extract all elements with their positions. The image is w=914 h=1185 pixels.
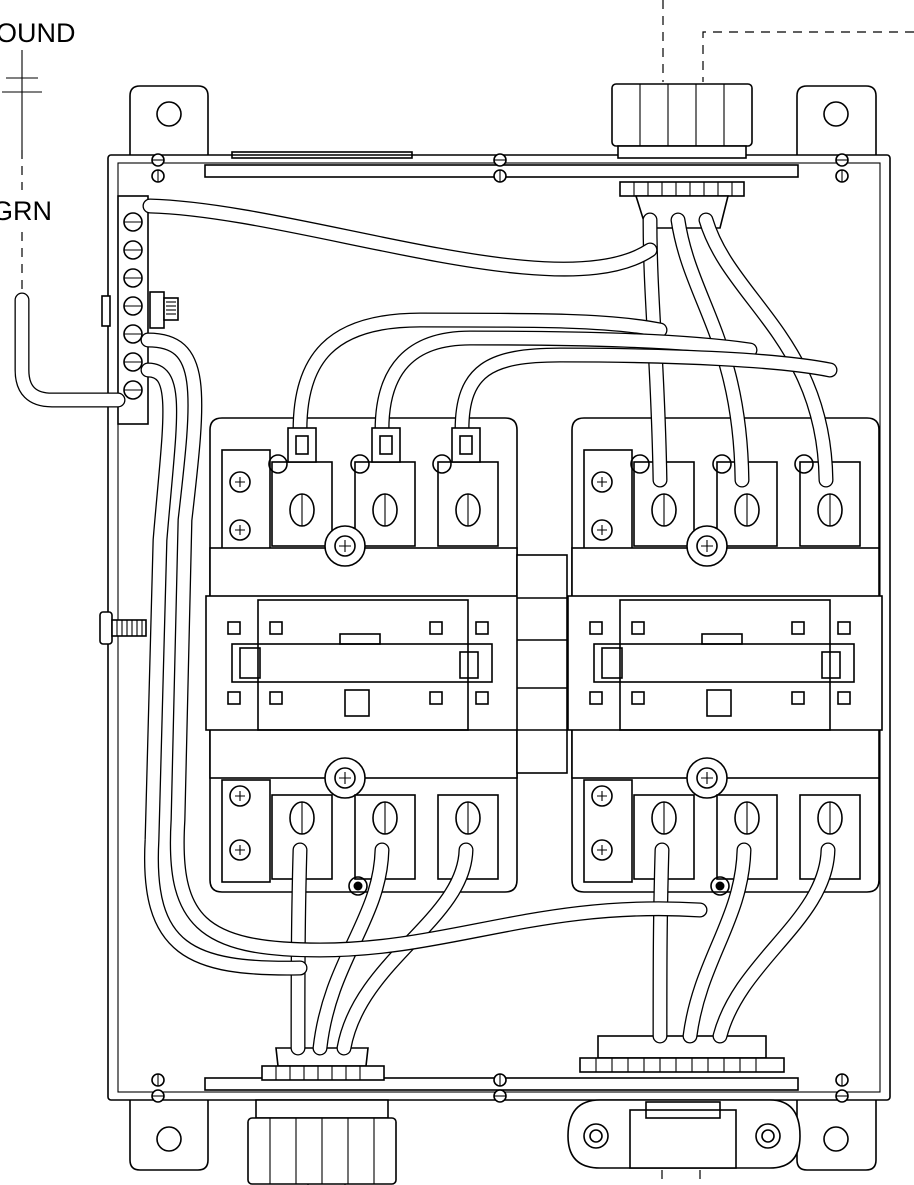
screw-icon	[651, 801, 843, 835]
wire-ferrules	[287, 427, 481, 463]
mounting-tab-bottom-left	[129, 1100, 209, 1171]
external-ground-wire	[14, 292, 126, 408]
cable-gland-bottom-left	[247, 1047, 397, 1185]
screw-icon	[289, 493, 481, 527]
green-wire-label: GRN	[0, 196, 52, 226]
cable-gland-bottom-right	[567, 1035, 801, 1169]
contactor-right	[567, 417, 883, 896]
cable-gland-top	[611, 83, 753, 229]
enclosure-screws	[151, 153, 849, 1103]
mounting-tab-top-left	[129, 85, 209, 155]
mounting-tab-top-right	[796, 85, 877, 155]
screw-icon	[289, 801, 481, 835]
screw-icon	[651, 493, 843, 527]
wiring	[140, 198, 838, 1056]
ground-label: OUND	[0, 18, 76, 48]
ground-bus-bar	[101, 195, 179, 425]
ground-icon	[2, 50, 42, 190]
mechanical-interlock	[516, 554, 568, 774]
mounting-tab-bottom-right	[796, 1100, 877, 1171]
side-screw	[99, 611, 147, 645]
screw-icon	[123, 212, 143, 400]
contactor-left	[205, 417, 521, 896]
